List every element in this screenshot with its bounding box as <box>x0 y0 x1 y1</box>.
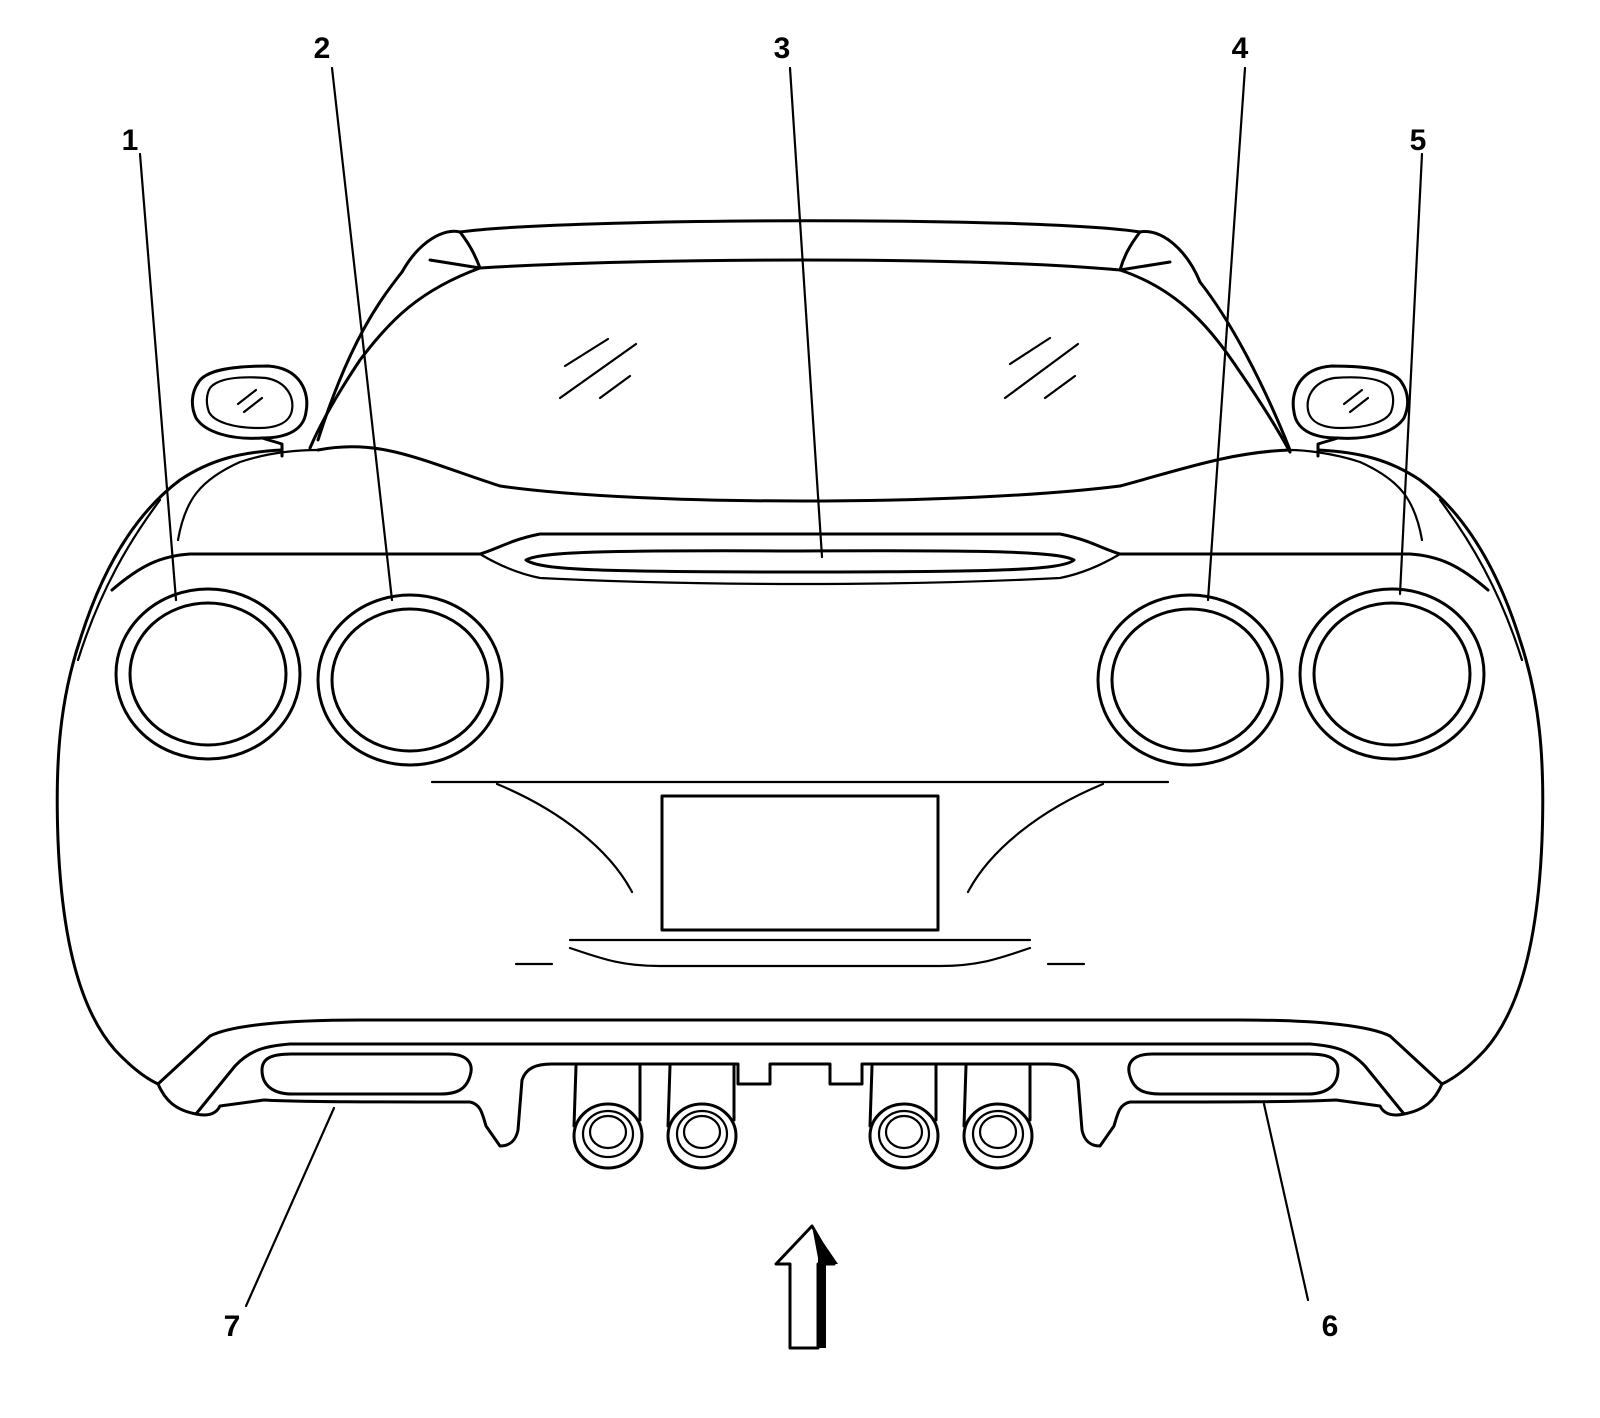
exhaust-tip <box>666 1064 738 1170</box>
exhaust-tip <box>868 1064 940 1170</box>
reflector-right <box>1127 1052 1340 1096</box>
callout-3: 3 <box>774 32 791 65</box>
license-plate-area <box>660 794 940 932</box>
exhaust-tip <box>572 1064 644 1170</box>
lamp-outer-right <box>1298 587 1486 761</box>
reflector-left <box>260 1052 473 1096</box>
callout-6: 6 <box>1322 1310 1339 1343</box>
vehicle-body <box>55 448 1545 1086</box>
callout-labels: 1 2 3 4 5 6 7 <box>122 32 1427 1343</box>
roof-and-rear-window <box>308 219 1292 503</box>
chmsl-strip <box>524 549 1076 574</box>
callout-1: 1 <box>122 124 139 157</box>
callout-2: 2 <box>314 32 331 65</box>
rear-fascia-lower <box>156 1018 1444 1148</box>
callout-5: 5 <box>1410 124 1427 157</box>
callout-7: 7 <box>224 1310 241 1343</box>
lamp-inner-right <box>1096 593 1284 767</box>
exhaust-tip <box>962 1064 1034 1170</box>
left-side-mirror <box>190 364 309 458</box>
lamp-inner-left <box>316 593 504 767</box>
lamp-outer-left <box>114 587 302 761</box>
callout-4: 4 <box>1232 32 1249 65</box>
up-arrow-icon <box>774 1224 838 1350</box>
glass-reflection-icon <box>558 336 1080 400</box>
exhaust-tips <box>572 1064 1034 1170</box>
callout-leaders <box>138 66 1424 1308</box>
right-side-mirror <box>1291 364 1410 458</box>
